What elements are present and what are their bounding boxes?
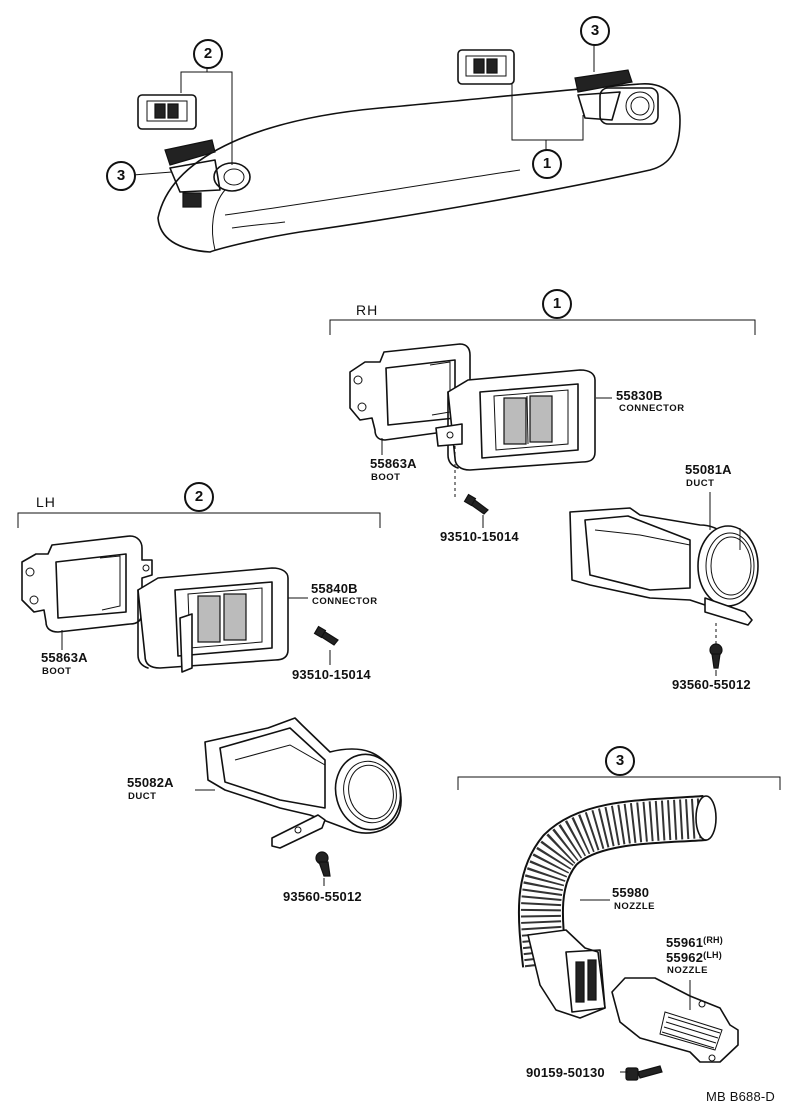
part-number-bolt: 90159-50130	[526, 1065, 605, 1080]
bolt-drawing	[625, 1065, 663, 1081]
part-desc-connector-lh: CONNECTOR	[312, 596, 378, 607]
duct-rh-drawing	[569, 507, 759, 626]
callout-1-top: 1	[532, 149, 562, 179]
screw-rh-drawing	[463, 493, 489, 515]
hose-drawing	[517, 795, 717, 1019]
callout-text: 2	[203, 45, 213, 62]
part-number-screw-duct-lh: 93560-55012	[283, 889, 362, 904]
part-desc-duct-lh: DUCT	[128, 791, 157, 802]
part-desc-connector-rh: CONNECTOR	[619, 403, 685, 414]
part-number-nozzle-rh-text: 55961	[666, 935, 704, 950]
lh-bracket	[17, 512, 381, 528]
callout-text: 1	[552, 295, 562, 312]
section-label-lh: LH	[36, 494, 56, 510]
callout-text: 1	[542, 155, 552, 172]
part-number-connector-rh: 55830B	[616, 388, 663, 403]
callout-text: 3	[116, 167, 126, 184]
callout-2-section: 2	[184, 482, 214, 512]
part-number-screw-lh: 93510-15014	[292, 667, 371, 682]
callout-3-top-right: 3	[580, 16, 610, 46]
part-number-screw-duct-rh: 93560-55012	[672, 677, 751, 692]
part-desc-hose: NOZZLE	[614, 901, 655, 912]
part-desc-nozzle: NOZZLE	[667, 965, 708, 976]
nozzle-bracket	[457, 776, 781, 790]
rh-bracket	[329, 319, 756, 335]
callout-2-top: 2	[193, 39, 223, 69]
connector-rh-drawing	[435, 369, 596, 500]
callout-text: 3	[590, 22, 600, 39]
duct-lh-drawing	[204, 717, 402, 849]
screw-duct-rh-drawing	[709, 620, 723, 669]
callout-3-section: 3	[605, 746, 635, 776]
part-desc-boot-lh: BOOT	[42, 666, 72, 677]
callout-3-top-left: 3	[106, 161, 136, 191]
part-number-duct-rh: 55081A	[685, 462, 732, 477]
part-number-boot-rh: 55863A	[370, 456, 417, 471]
connector-lh-drawing	[137, 567, 289, 673]
part-variant-rh: (RH)	[703, 935, 723, 945]
screw-duct-lh-drawing	[315, 851, 331, 877]
callout-1-section: 1	[542, 289, 572, 319]
callout-text: 2	[194, 488, 204, 505]
part-number-hose: 55980	[612, 885, 650, 900]
part-number-nozzle-lh: 55962(LH)	[666, 950, 722, 965]
screw-lh-drawing	[313, 625, 339, 646]
callout-text: 3	[615, 752, 625, 769]
part-desc-duct-rh: DUCT	[686, 478, 715, 489]
part-number-boot-lh: 55863A	[41, 650, 88, 665]
instrument-panel-overview	[132, 42, 681, 253]
section-label-rh: RH	[356, 302, 379, 318]
part-desc-boot-rh: BOOT	[371, 472, 401, 483]
part-number-nozzle-lh-text: 55962	[666, 950, 704, 965]
diagram-code: MB B688-D	[706, 1089, 775, 1104]
part-number-connector-lh: 55840B	[311, 581, 358, 596]
part-variant-lh: (LH)	[703, 950, 722, 960]
boot-lh-drawing	[21, 535, 153, 633]
nozzle-drawing	[611, 977, 739, 1063]
leader-lines	[61, 397, 717, 1073]
part-number-nozzle-rh: 55961(RH)	[666, 935, 723, 950]
part-number-duct-lh: 55082A	[127, 775, 174, 790]
part-number-screw-rh: 93510-15014	[440, 529, 519, 544]
